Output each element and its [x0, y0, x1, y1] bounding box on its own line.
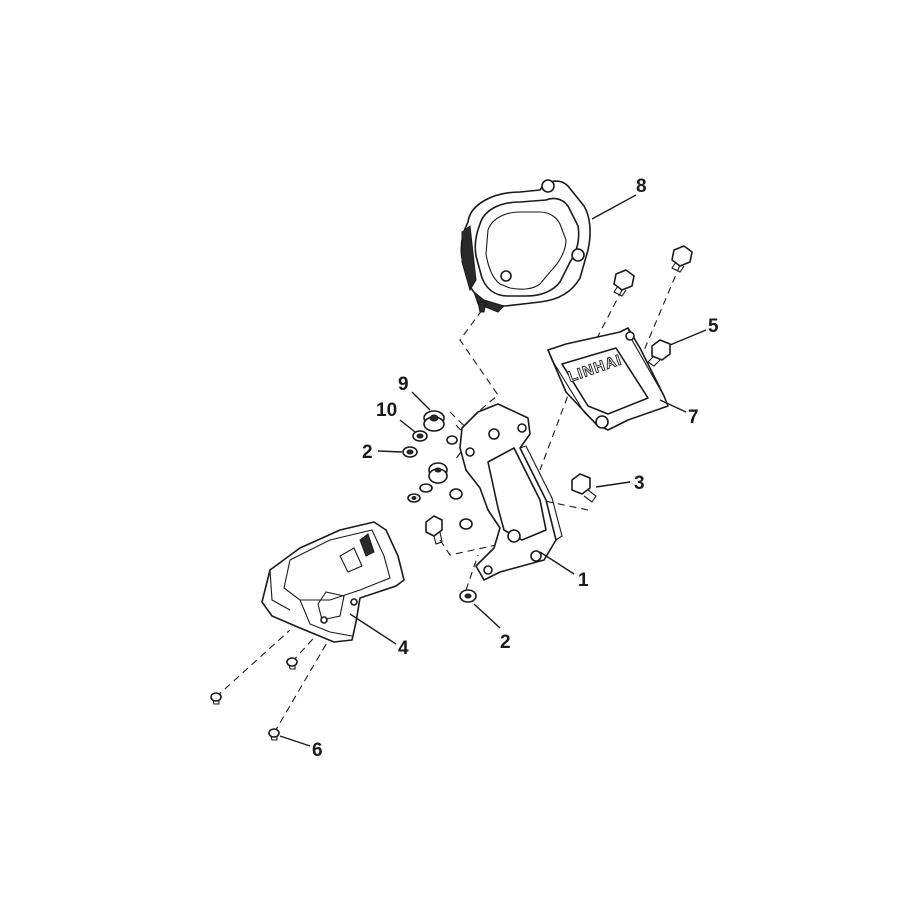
- grommet-center-2: [459, 518, 473, 530]
- callout-4[interactable]: 4: [398, 638, 409, 659]
- brand-bracket: LINHAI: [547, 327, 669, 431]
- callout-7[interactable]: 7: [688, 407, 699, 428]
- washer-stack-line: [454, 424, 471, 461]
- callout-6[interactable]: 6: [312, 740, 323, 761]
- screws: [210, 657, 298, 741]
- lower-cover: [261, 521, 405, 643]
- leader-6: [279, 735, 311, 747]
- screw-mid: [286, 657, 298, 670]
- bolt-left-top: [613, 269, 635, 297]
- upper-bolts: [613, 245, 693, 367]
- callouts: 8 5 7 9 10 2 3 1 2 4 6: [279, 176, 719, 761]
- main-bracket: [459, 403, 563, 581]
- callout-1[interactable]: 1: [578, 570, 589, 591]
- nut-2-upper: [402, 446, 418, 458]
- grommet-top: [446, 435, 458, 445]
- nut-2-lower: [459, 589, 477, 603]
- leader-3: [595, 481, 631, 488]
- callout-2-lower[interactable]: 2: [500, 632, 511, 653]
- callout-5[interactable]: 5: [708, 316, 719, 337]
- meter-to-bracket-line: [459, 309, 499, 413]
- nut-lower-line: [465, 554, 479, 591]
- bolt-lower-left: [425, 515, 443, 545]
- grommet-lower: [407, 462, 448, 503]
- grommet-stack: [402, 410, 473, 530]
- washer-10: [412, 430, 428, 442]
- leader-9: [411, 391, 431, 411]
- screw-mid-line: [291, 619, 331, 663]
- meter-assembly: [460, 179, 591, 313]
- callout-2-upper[interactable]: 2: [362, 442, 373, 463]
- screw-left: [210, 692, 222, 705]
- callout-8[interactable]: 8: [636, 176, 647, 197]
- leader-2-upper: [377, 450, 403, 453]
- leader-10: [399, 419, 416, 433]
- callout-9[interactable]: 9: [398, 374, 409, 395]
- grommet-center-1: [449, 488, 463, 500]
- screw-bottom: [268, 728, 280, 741]
- bolt-right-top: [671, 245, 693, 273]
- bolt-5: [647, 339, 671, 367]
- leader-8: [591, 194, 637, 220]
- leader-2-lower: [473, 603, 501, 629]
- callout-3[interactable]: 3: [634, 473, 645, 494]
- leader-1: [539, 551, 575, 575]
- leader-7: [659, 399, 687, 413]
- screw-left-line: [215, 629, 291, 698]
- leader-5: [669, 329, 707, 346]
- bolt-3: [571, 473, 597, 503]
- callout-10[interactable]: 10: [376, 400, 397, 421]
- leader-4: [349, 613, 397, 645]
- grommet-9: [423, 410, 445, 432]
